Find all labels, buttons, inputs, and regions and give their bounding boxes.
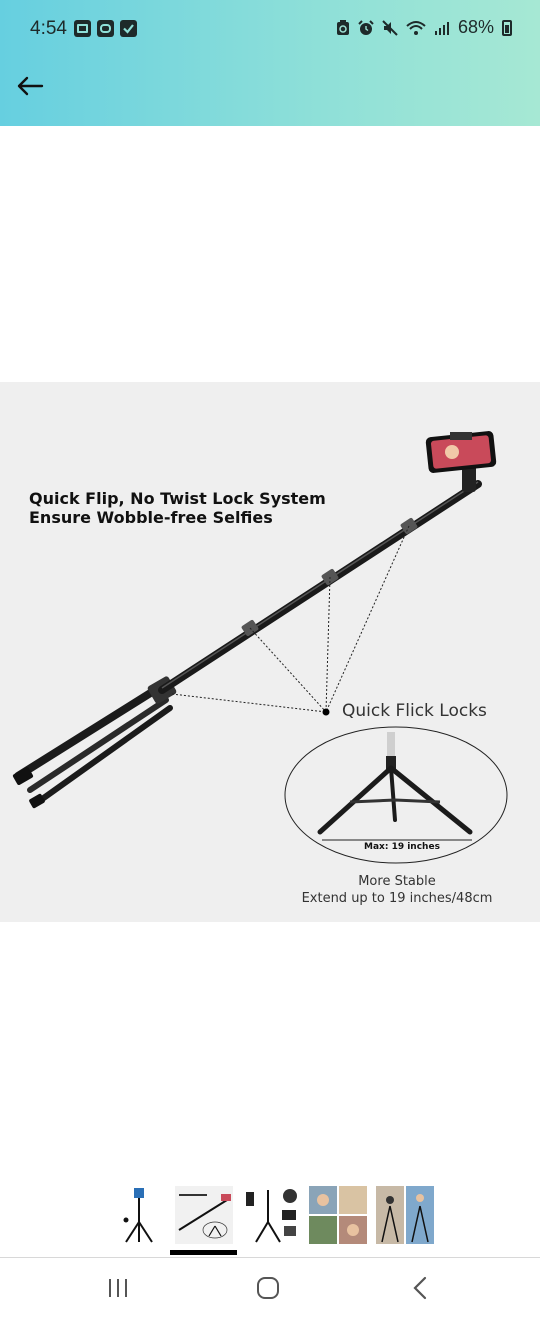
checkbox-icon bbox=[120, 20, 137, 37]
battery-icon bbox=[502, 19, 512, 36]
nav-back-icon bbox=[413, 1276, 427, 1300]
product-image[interactable]: Quick Flip, No Twist Lock System Ensure … bbox=[0, 382, 540, 922]
selected-thumbnail-indicator bbox=[170, 1250, 237, 1255]
thumbnail-extended-selfie-stick[interactable] bbox=[175, 1186, 233, 1244]
stable-caption: More Stable Extend up to 19 inches/48cm bbox=[296, 873, 498, 907]
headline-line1: Quick Flip, No Twist Lock System bbox=[29, 489, 326, 508]
home-button[interactable] bbox=[248, 1272, 288, 1304]
phone-holder bbox=[425, 431, 497, 492]
alarm-icon bbox=[358, 19, 374, 35]
thumbnail-lifestyle-collage[interactable] bbox=[309, 1186, 367, 1244]
header: 4:54 68% bbox=[0, 0, 540, 126]
home-icon bbox=[257, 1277, 279, 1299]
divider bbox=[0, 1257, 540, 1258]
system-navbar bbox=[0, 1258, 540, 1320]
thumbnail-outdoor-use[interactable] bbox=[376, 1186, 434, 1244]
stable-line2: Extend up to 19 inches/48cm bbox=[301, 891, 493, 906]
locks-label: Quick Flick Locks bbox=[342, 701, 487, 721]
lock-pointer-lines bbox=[171, 525, 410, 713]
recents-icon bbox=[109, 1279, 127, 1297]
thumbnail-tripod-with-phone[interactable] bbox=[108, 1186, 166, 1244]
back-button[interactable] bbox=[14, 70, 46, 102]
status-bar: 4:54 68% bbox=[0, 0, 540, 60]
mute-icon bbox=[382, 19, 398, 36]
tripod-stand bbox=[317, 732, 473, 835]
system-icons: 68% bbox=[336, 17, 512, 38]
stable-line1: More Stable bbox=[358, 874, 436, 889]
thumbnail-strip bbox=[108, 1186, 438, 1246]
gallery-icon bbox=[74, 20, 91, 37]
arrow-left-icon bbox=[17, 76, 44, 96]
selfie-stick-illustration bbox=[12, 431, 508, 864]
recents-button[interactable] bbox=[98, 1272, 138, 1304]
headline-line2: Ensure Wobble-free Selfies bbox=[29, 508, 273, 527]
folded-tripod-legs bbox=[12, 676, 177, 809]
wifi-icon bbox=[406, 20, 426, 35]
battery-saver-icon bbox=[336, 19, 349, 35]
nav-back-button[interactable] bbox=[400, 1272, 440, 1304]
max-label: Max: 19 inches bbox=[364, 842, 440, 852]
thumbnail-tripod-parts[interactable] bbox=[242, 1186, 300, 1244]
notification-icons bbox=[74, 20, 137, 37]
voicemail-icon bbox=[97, 20, 114, 37]
signal-icon bbox=[434, 21, 449, 35]
battery-percent: 68% bbox=[457, 17, 494, 37]
status-time: 4:54 bbox=[30, 18, 67, 39]
feature-headline: Quick Flip, No Twist Lock System Ensure … bbox=[29, 489, 326, 527]
